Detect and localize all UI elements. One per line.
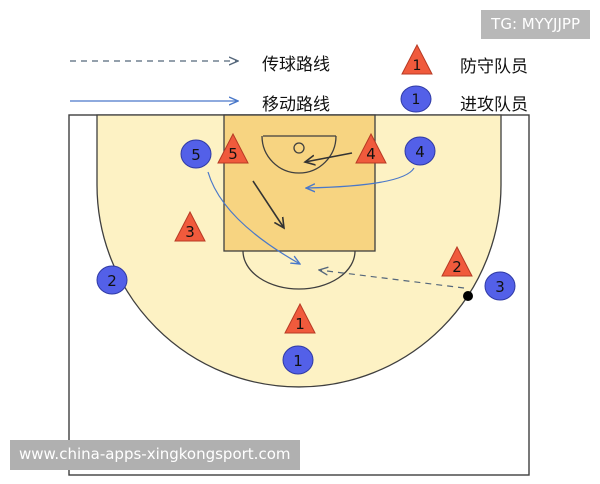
defender-rotation-5 bbox=[252, 180, 284, 228]
telegram-tag: TG: MYYJJPP bbox=[481, 10, 590, 39]
attacker-circle bbox=[404, 136, 436, 166]
legend-defender-number: 1 bbox=[413, 58, 422, 74]
pass-path-3 bbox=[319, 270, 465, 289]
defender-triangle bbox=[217, 132, 249, 164]
attacker-circle bbox=[180, 139, 212, 169]
play-paths bbox=[207, 152, 473, 301]
legend-defender-label: 防守队员 bbox=[460, 57, 528, 77]
attacker-circle bbox=[484, 271, 516, 301]
attacker-number: 5 bbox=[191, 146, 201, 164]
move-path-4 bbox=[306, 167, 415, 188]
attacker-circle bbox=[96, 265, 128, 295]
defender-4: 4 bbox=[355, 132, 387, 164]
free-throw-circle bbox=[242, 250, 356, 290]
attacker-4: 4 bbox=[404, 136, 436, 166]
attacker-number: 3 bbox=[495, 278, 505, 296]
rim bbox=[293, 142, 305, 154]
legend-attacker-circle bbox=[400, 85, 432, 113]
attacker-number: 2 bbox=[107, 272, 117, 290]
attacker-number: 1 bbox=[293, 352, 303, 370]
attacker-1: 1 bbox=[282, 345, 314, 375]
defender-1: 1 bbox=[284, 302, 316, 334]
site-watermark: www.china-apps-xingkongsport.com bbox=[10, 440, 300, 470]
legend-attacker-label: 进攻队员 bbox=[460, 95, 528, 115]
defender-number: 3 bbox=[185, 223, 195, 241]
defender-number: 1 bbox=[295, 315, 305, 333]
defenders: 1 2 3 4 5 bbox=[174, 132, 473, 334]
attacker-number: 4 bbox=[415, 143, 425, 161]
attacker-2: 2 bbox=[96, 265, 128, 295]
half-court bbox=[68, 114, 530, 476]
ball bbox=[463, 291, 473, 301]
defender-5: 5 bbox=[217, 132, 249, 164]
defender-2: 2 bbox=[441, 245, 473, 277]
defender-triangle bbox=[441, 245, 473, 277]
defender-triangle bbox=[174, 210, 206, 242]
defender-rotation-4 bbox=[305, 152, 353, 162]
legend-defender-triangle bbox=[401, 43, 433, 75]
defender-triangle bbox=[355, 132, 387, 164]
legend-move-label: 移动路线 bbox=[262, 95, 330, 115]
restricted-arc bbox=[261, 135, 337, 174]
defender-number: 2 bbox=[452, 258, 462, 276]
legend-attacker-number: 1 bbox=[412, 92, 421, 108]
attacker-3: 3 bbox=[484, 271, 516, 301]
defender-3: 3 bbox=[174, 210, 206, 242]
free-throw-lane bbox=[223, 114, 376, 252]
attacker-circle bbox=[282, 345, 314, 375]
attacker-5: 5 bbox=[180, 139, 212, 169]
defender-triangle bbox=[284, 302, 316, 334]
defender-number: 4 bbox=[366, 145, 376, 163]
attackers: 1 2 3 4 5 bbox=[96, 136, 516, 375]
legend-pass-label: 传球路线 bbox=[262, 55, 330, 75]
defender-number: 5 bbox=[228, 145, 238, 163]
move-path-5 bbox=[207, 171, 300, 264]
